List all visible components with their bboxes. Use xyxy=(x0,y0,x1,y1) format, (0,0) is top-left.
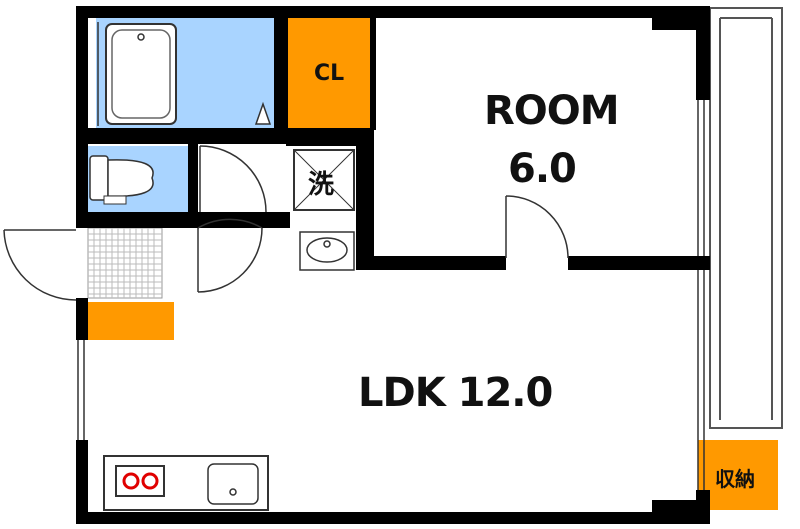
washer-label: 洗 xyxy=(308,170,335,200)
toilet-door xyxy=(197,218,263,293)
stove-icon xyxy=(115,465,165,497)
windows xyxy=(77,22,705,490)
storage-label: 収納 xyxy=(715,467,755,491)
toilet-icon xyxy=(89,155,154,205)
washing-machine-pan-icon xyxy=(293,149,355,211)
closet xyxy=(288,18,370,128)
entrance-shoe-cabinet xyxy=(88,302,174,340)
closet-label: CL xyxy=(314,61,345,86)
ldk-area-label: LDK 12.0 xyxy=(358,370,553,416)
storage-closet xyxy=(698,440,778,510)
room-name-label: ROOM xyxy=(484,88,620,134)
bathtub-icon xyxy=(105,23,177,125)
sink-icon xyxy=(207,463,259,505)
bath-door xyxy=(199,101,272,213)
room-door xyxy=(505,195,569,259)
walls xyxy=(76,6,710,524)
entrance-door xyxy=(3,229,77,301)
washbasin-icon xyxy=(299,231,355,271)
entrance-tile xyxy=(87,227,163,299)
room-area-label: 6.0 xyxy=(508,146,577,192)
balcony xyxy=(709,7,783,429)
